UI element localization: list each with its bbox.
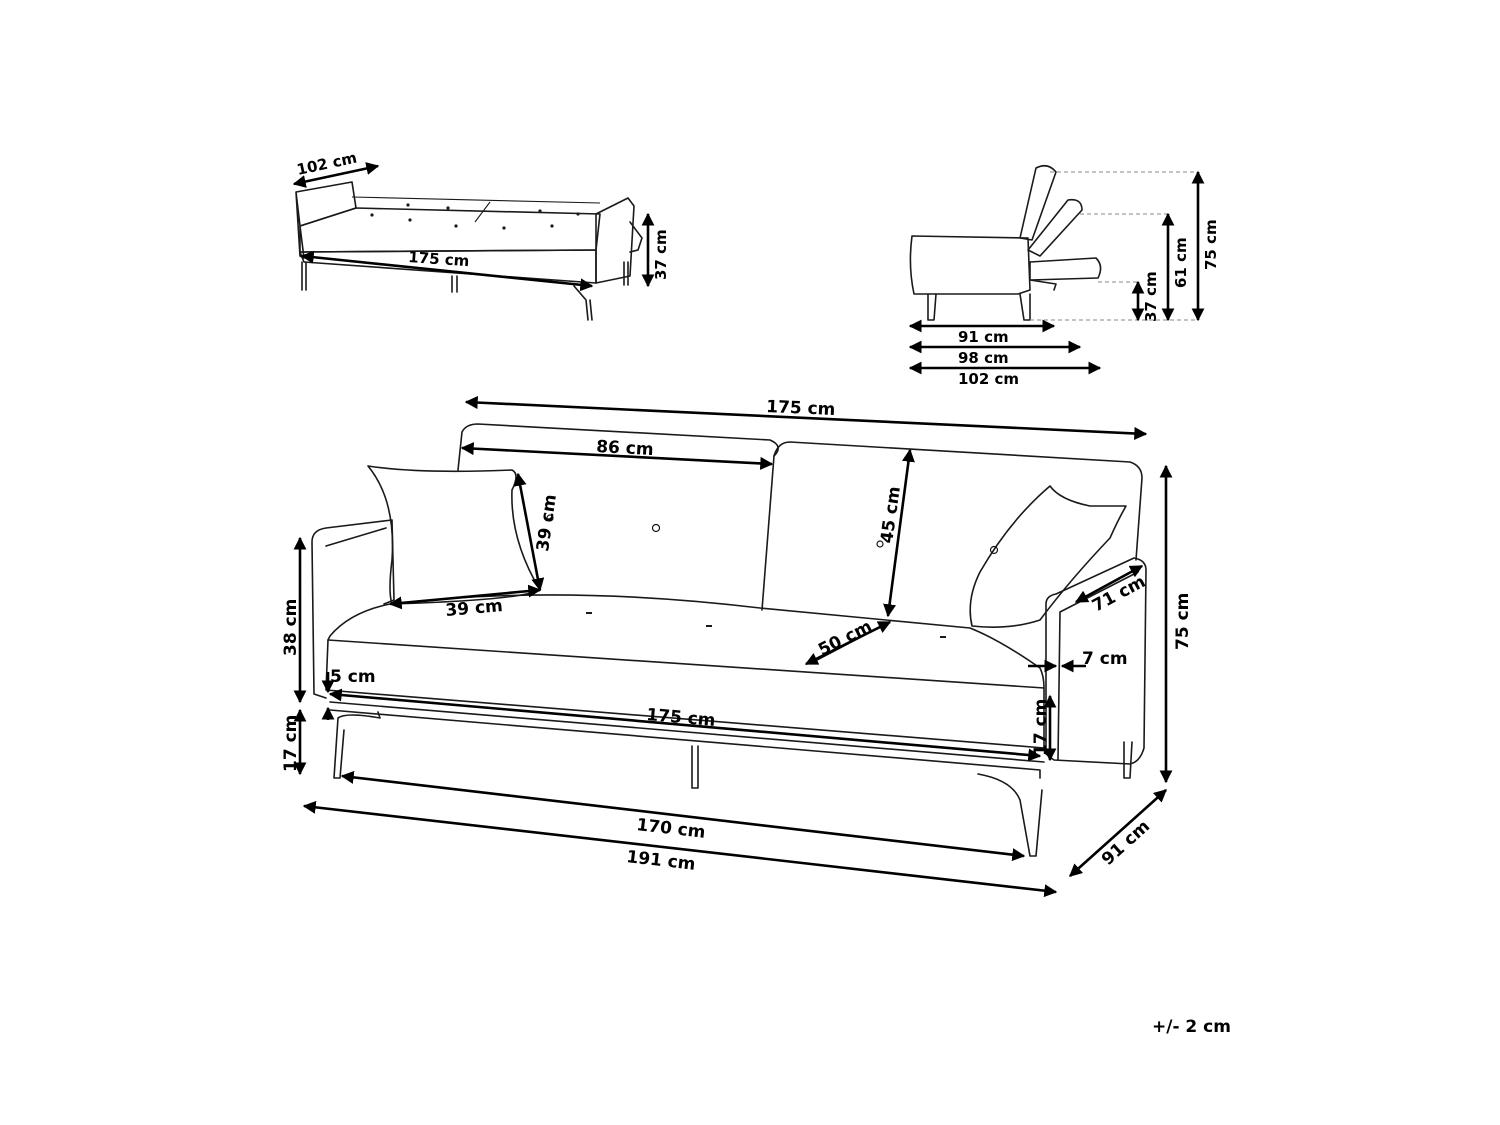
side-backrest-reclined: [1027, 198, 1083, 257]
armrest-width-label: 7 cm: [1082, 649, 1128, 669]
back-button-3: [876, 540, 884, 548]
side-depth-reclined-label: 98 cm: [958, 349, 1009, 367]
bed-armrest-depth-arrow: [292, 162, 380, 188]
inner-width-label: 170 cm: [635, 815, 706, 843]
backrest-width-arrow: [464, 396, 1148, 440]
bed-mattress: [299, 207, 601, 253]
bed-leg-right-back: [623, 261, 629, 286]
backrest-width-label: 175 cm: [766, 397, 836, 420]
backrest-half-arrow: [460, 442, 774, 470]
inner-width-arrow: [340, 770, 1026, 862]
bed-leg-right: [573, 285, 593, 321]
side-total-height-label: 75 cm: [1202, 219, 1220, 270]
back-button-4: [989, 545, 999, 555]
pillow-height-label: 39 cm: [533, 493, 561, 553]
side-bed-flat: [1029, 257, 1102, 291]
backrest-right-cushion: [773, 441, 1143, 561]
seat-depth-label: 50 cm: [815, 617, 875, 661]
bed-height-label: 37 cm: [652, 229, 670, 280]
seat-cushion: [327, 594, 1045, 689]
main-view-drawing: [311, 423, 1147, 857]
pillow-height-arrow: [513, 472, 545, 592]
backrest-half-label: 86 cm: [596, 437, 654, 460]
side-depth-sofa-label: 91 cm: [958, 328, 1009, 346]
main-view-dimensions: 175 cm 86 cm 45 cm 39 cm 39 cm 71 cm 7 c…: [281, 396, 1193, 898]
right-pillow: [969, 485, 1127, 628]
left-armrest: [311, 519, 395, 699]
side-depth-bed-label: 102 cm: [958, 370, 1019, 388]
pillow-width-arrow: [388, 584, 542, 610]
back-button-2: [546, 514, 554, 522]
arm-height-label: 38 cm: [281, 599, 301, 656]
backrest-height-arrow: [883, 448, 915, 618]
side-leg-front: [927, 293, 937, 321]
leg-mid: [691, 745, 699, 789]
leg-front-left: [333, 711, 381, 779]
bed-length-arrow: [300, 250, 594, 292]
side-sofa-body: [909, 235, 1031, 295]
side-backrest-upright: [1019, 164, 1057, 241]
cushion-offset-label: 5 cm: [330, 667, 376, 687]
total-width-arrow: [302, 800, 1058, 898]
total-height-label: 75 cm: [1173, 593, 1193, 650]
pillow-width-label: 39 cm: [445, 596, 504, 621]
tolerance-note: +/- 2 cm: [1152, 1017, 1231, 1037]
leg-height-right-label: 17 cm: [1031, 699, 1051, 756]
bed-view-drawing: 102 cm 175 cm 37 cm: [292, 149, 670, 321]
bed-leg-left: [301, 261, 307, 291]
bed-armrest-depth-label: 102 cm: [295, 149, 358, 179]
backrest-height-label: 45 cm: [877, 485, 905, 545]
seat-width-arrow: [328, 688, 1042, 762]
bed-right-armrest: [595, 197, 643, 284]
leg-height-left-label: 17 cm: [281, 715, 301, 772]
total-depth-arrow: [1069, 789, 1167, 877]
armrest-depth-arrow: [1074, 564, 1144, 604]
leg-back-right: [1123, 741, 1133, 779]
seat-width-label: 175 cm: [646, 705, 717, 731]
bed-leg-mid: [451, 275, 458, 293]
side-seat-height-label: 37 cm: [1142, 271, 1160, 322]
side-view-drawing: 75 cm 61 cm 37 cm 91 cm 98 cm 102 cm: [908, 164, 1220, 388]
side-reclined-height-label: 61 cm: [1172, 237, 1190, 288]
bed-length-label: 175 cm: [408, 248, 470, 270]
side-leg-back: [1019, 293, 1031, 321]
total-width-label: 191 cm: [625, 847, 696, 875]
bed-left-armrest: [295, 181, 357, 259]
seat-depth-arrow: [804, 620, 892, 666]
leg-front-right: [977, 773, 1043, 857]
back-button-1: [651, 523, 661, 533]
